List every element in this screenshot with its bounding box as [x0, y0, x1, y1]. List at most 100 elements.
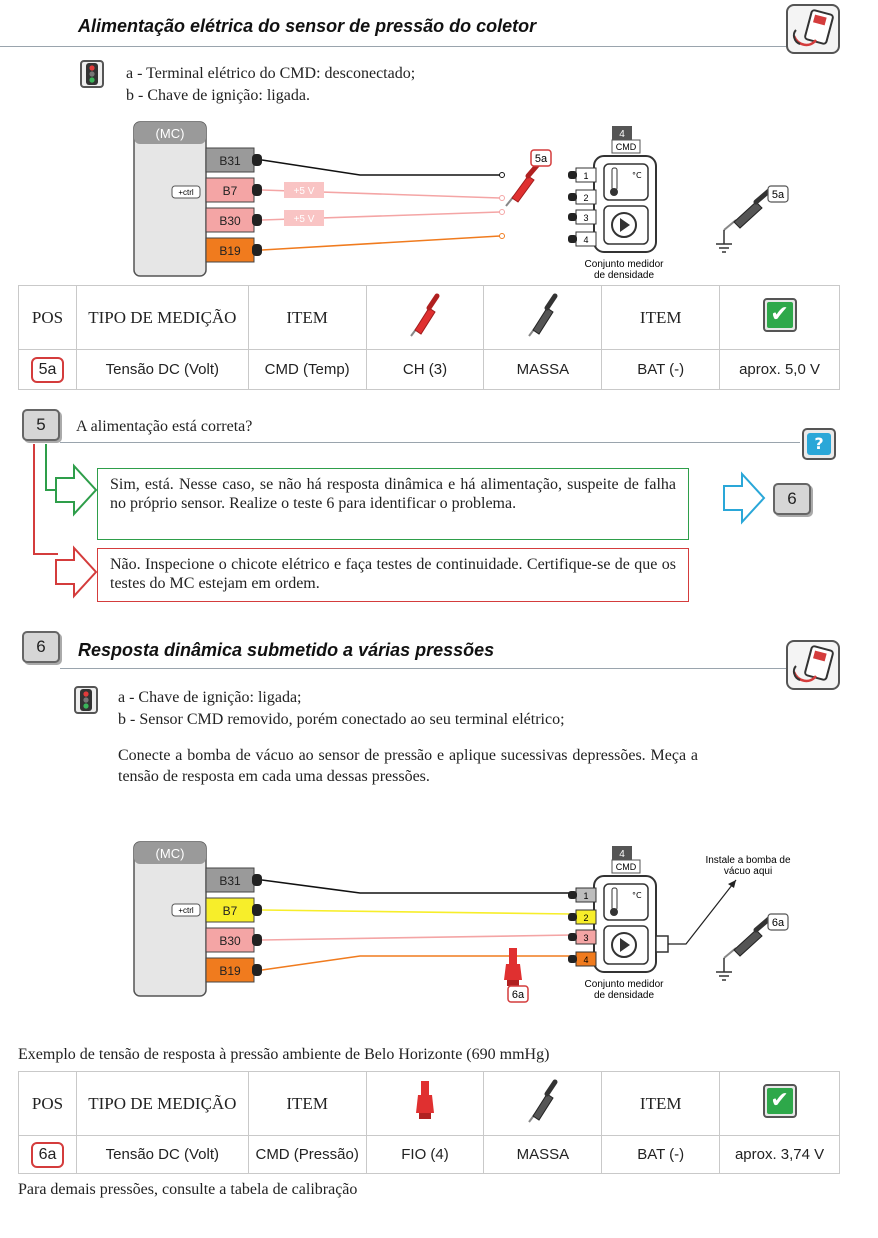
mc-pin-plug [252, 154, 262, 166]
probe-tag-red [530, 149, 552, 167]
cell-red-probe: CH (3) [365, 349, 485, 390]
probe-tag-black [767, 913, 789, 931]
cell-pos: 6a [18, 1135, 77, 1174]
cmd-pins: 1 2 3 4 [568, 167, 597, 247]
section-b-title: Resposta dinâmica submetido a várias pre… [78, 640, 495, 660]
cmd-number-box [612, 126, 632, 140]
header-item: ITEM [247, 1071, 367, 1136]
mc-pin-plug [252, 244, 262, 256]
wire-b30 [261, 934, 573, 941]
pump-note-1: Instale a bomba de [705, 855, 790, 866]
mc-pin-plug [252, 874, 262, 886]
example-text: Exemplo de tensão de resposta à pressão … [18, 1046, 550, 1063]
answer-yes: Sim, está. Nesse caso, se não há respost… [97, 468, 689, 540]
goto-arrow-icon [723, 471, 766, 525]
cell-item-2: BAT (-) [601, 1135, 721, 1174]
cmd-pin-plug [568, 235, 577, 243]
measurement-table-2: POS TIPO DE MEDIÇÃO ITEM ITEM ✔ 6a Tensã… [18, 1071, 840, 1174]
wire-end-b30 [499, 209, 505, 215]
vacuum-port [655, 935, 669, 953]
mc-pin-plug [252, 934, 262, 946]
voltage-tag-2 [284, 210, 324, 226]
mc-pin-label: B30 [219, 214, 241, 228]
cmd-tag: CMD [616, 142, 637, 152]
cell-red-probe: FIO (4) [365, 1135, 485, 1174]
cmd-number: 4 [619, 849, 625, 860]
cell-measurement-type: Tensão DC (Volt) [75, 349, 249, 390]
cmd-pin-label: 3 [583, 933, 588, 943]
no-arrow-icon [55, 545, 98, 599]
ctrl-label: +ctrl [178, 188, 194, 197]
mc-pin-plug [252, 214, 262, 226]
cell-pos: 5a [18, 349, 77, 390]
wire-b19 [261, 235, 501, 251]
no-connector [33, 444, 58, 555]
mc-pin-b31 [205, 147, 255, 173]
section-b-instruction: Conecte a bomba de vácuo ao sensor de pr… [118, 747, 698, 785]
step-5-rule [60, 442, 800, 443]
cmd-pin-label: 1 [583, 171, 588, 181]
cmd-pin-plug [568, 913, 577, 921]
goto-step-6[interactable]: 6 [773, 483, 811, 515]
section-b-condition-b: b - Sensor CMD removido, porém conectado… [118, 711, 565, 728]
wire-b31 [261, 159, 500, 176]
step-5-question: A alimentação está correta? [76, 418, 253, 435]
mc-module-box [133, 841, 207, 997]
cmd-pin-label: 2 [583, 193, 588, 203]
mc-pin-b19 [205, 957, 255, 983]
header-measurement-type: TIPO DE MEDIÇÃO [75, 1071, 249, 1136]
cmd-temp-symbol: °C [632, 891, 642, 900]
header-item: ITEM [247, 285, 367, 350]
footer-text: Para demais pressões, consulte a tabela … [18, 1181, 358, 1198]
wire-end-b19 [499, 233, 505, 239]
voltage-tag-1-text: +5 V [294, 186, 315, 197]
wire-end-b31 [499, 172, 505, 178]
table-row: 6a Tensão DC (Volt) CMD (Pressão) FIO (4… [18, 1135, 840, 1174]
mc-pin-plug [252, 904, 262, 916]
red-probe-icon [505, 159, 543, 207]
red-probe-icon [410, 293, 440, 337]
probe-tag-red [507, 985, 529, 1003]
mc-label: (MC) [156, 846, 185, 861]
red-back-probe-icon [504, 948, 522, 986]
wire-b19 [261, 955, 572, 971]
cmd-pin-plug [568, 213, 577, 221]
answer-no: Não. Inspecione o chicote elétrico e faç… [97, 548, 689, 602]
wire-b7 [261, 909, 573, 915]
cmd-pin-label: 4 [583, 955, 588, 965]
header-pos: POS [18, 285, 77, 350]
header-red-connector [365, 1071, 485, 1136]
cmd-tag: CMD [616, 862, 637, 872]
header-pos: POS [18, 1071, 77, 1136]
pump-arrow-head [728, 880, 736, 888]
help-icon[interactable]: ? [802, 428, 836, 460]
check-icon: ✔ [762, 1084, 797, 1118]
probe-tag-black-text: 5a [772, 189, 785, 201]
traffic-light-icon [80, 60, 104, 88]
mc-label: (MC) [156, 126, 185, 141]
multimeter-tool-icon [786, 4, 840, 54]
black-probe-icon [723, 915, 773, 959]
cmd-pin-plug [568, 933, 577, 941]
section-a-condition-b: b - Chave de ignição: ligada. [126, 87, 310, 104]
multimeter-tool-icon-2 [786, 640, 840, 690]
header-red-probe [365, 285, 485, 350]
cmd-pin-label: 3 [583, 213, 588, 223]
cell-measurement-type: Tensão DC (Volt) [75, 1135, 249, 1174]
cmd-temp-icon [603, 163, 649, 201]
mc-pin-label: B30 [219, 934, 241, 948]
cell-item-2: BAT (-) [601, 349, 721, 390]
check-icon: ✔ [762, 298, 797, 332]
voltage-tag-2-text: +5 V [294, 214, 315, 225]
wire-end-b7 [499, 195, 505, 201]
cmd-caption-1: Conjunto medidor [585, 979, 665, 990]
ctrl-tag [171, 903, 201, 917]
cmd-pin-label: 4 [583, 235, 588, 245]
mc-pin-label: B31 [219, 874, 241, 888]
cell-black-probe: MASSA [483, 349, 603, 390]
section-a-condition-a: a - Terminal elétrico do CMD: desconecta… [126, 65, 416, 82]
ctrl-tag [171, 185, 201, 199]
